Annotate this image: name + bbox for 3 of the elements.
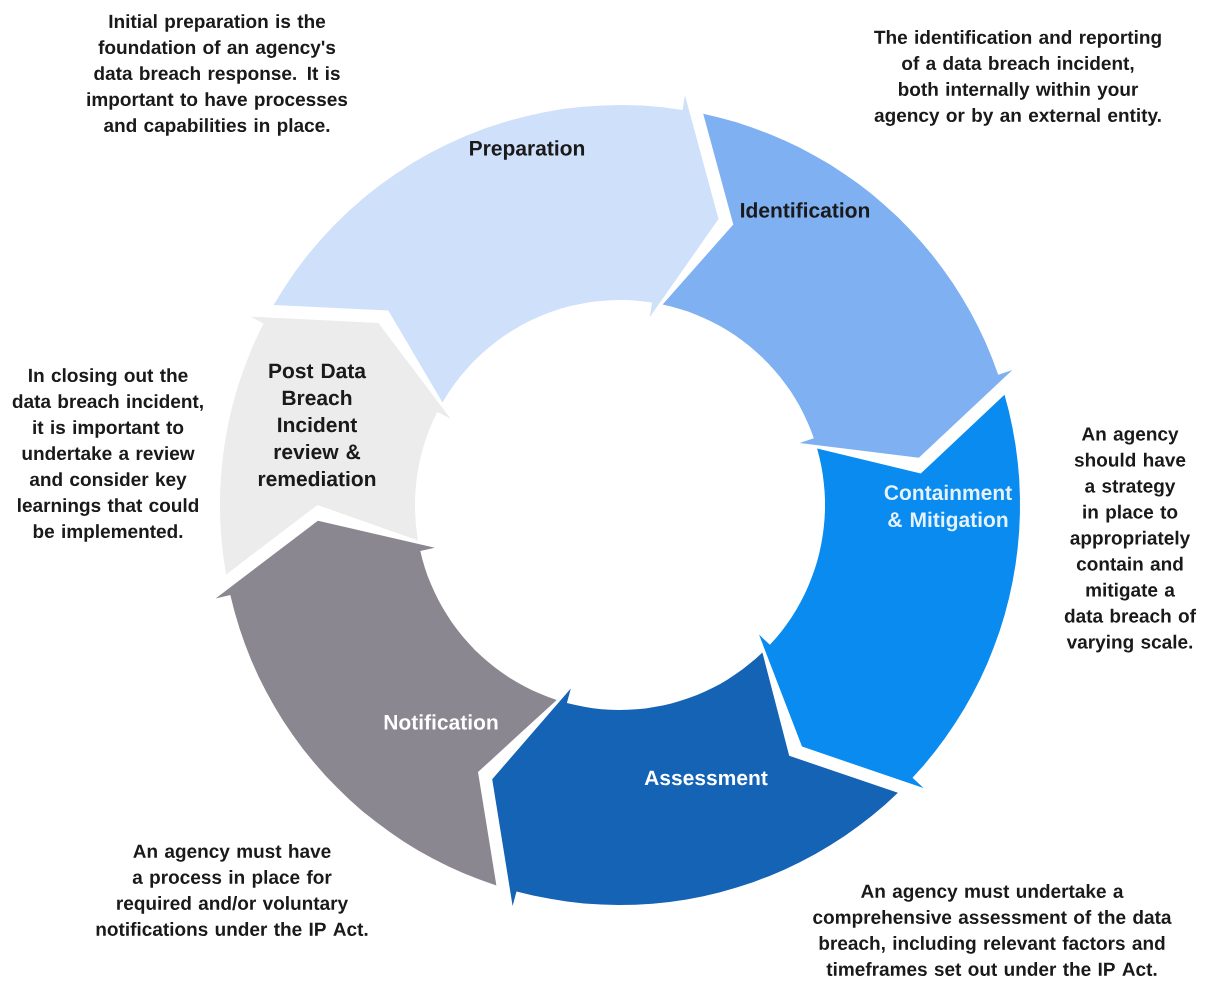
description-text: An agency should have a strategy in place to appropriately contain and mitigate a data breach of varying scale. xyxy=(1064,427,1196,653)
description-text: In closing out the data breach incident, it is important to undertake a review and consider key learnings that could be implemented. xyxy=(12,368,203,542)
cycle-arrow-segment: Post Data Breach Incident review & remediation xyxy=(220,316,451,575)
